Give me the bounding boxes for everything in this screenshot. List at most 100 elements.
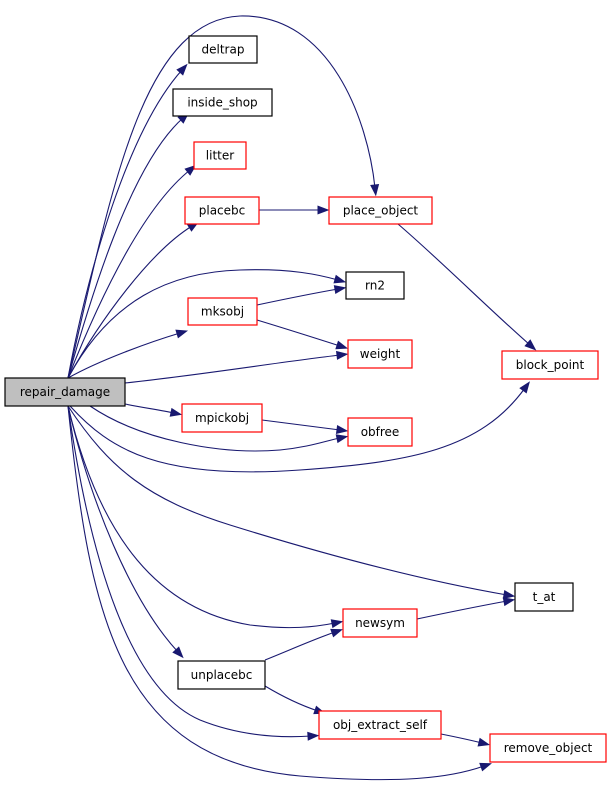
node-obj_extract_self[interactable]: obj_extract_self (318, 710, 442, 740)
node-box (172, 88, 273, 117)
edge-line (67, 69, 183, 379)
edge-mksobj-to-weight (256, 319, 349, 350)
node-box (318, 710, 442, 740)
edge-unplacebc-to-obj_extract_self (264, 685, 326, 715)
edge-repair_damage-to-mpickobj (124, 403, 183, 417)
arrowhead-icon (477, 737, 491, 747)
edge-line (67, 405, 312, 738)
node-obfree[interactable]: obfree (347, 417, 413, 447)
edge-repair_damage-to-weight (124, 350, 349, 384)
node-label: placebc (199, 204, 246, 218)
node-label: remove_object (504, 741, 593, 755)
node-inside_shop[interactable]: inside_shop (172, 88, 273, 117)
node-remove_object[interactable]: remove_object (489, 733, 607, 763)
node-label: unplacebc (191, 668, 253, 682)
node-label: block_point (516, 358, 585, 372)
edge-repair_damage-to-inside_shop (67, 112, 190, 379)
edge-mksobj-to-rn2 (256, 285, 347, 306)
node-block_point[interactable]: block_point (501, 350, 599, 380)
edge-line (67, 405, 336, 629)
node-label: mksobj (201, 305, 244, 319)
edge-line (69, 387, 526, 473)
edge-line (264, 685, 319, 712)
edge-line (67, 117, 184, 379)
node-label: repair_damage (20, 385, 110, 399)
node-litter[interactable]: litter (193, 141, 247, 170)
node-label: obj_extract_self (333, 718, 428, 732)
node-label: obfree (361, 425, 400, 439)
edge-repair_damage-to-litter (67, 164, 197, 379)
edge-repair_damage-to-placebc (67, 221, 200, 379)
arrowhead-icon (519, 381, 530, 394)
node-box (188, 35, 258, 64)
arrowhead-icon (479, 762, 492, 772)
edge-repair_damage-to-deltrap (67, 63, 188, 379)
node-box (4, 377, 126, 407)
node-box (184, 196, 260, 225)
node-box (489, 733, 607, 763)
node-weight[interactable]: weight (347, 339, 413, 369)
node-placebc[interactable]: placebc (184, 196, 260, 225)
edge-repair_damage-to-newsym (67, 405, 344, 629)
arrowhead-icon (502, 597, 516, 607)
node-rn2[interactable]: rn2 (345, 271, 405, 300)
arrowhead-icon (335, 350, 349, 360)
node-box (181, 403, 263, 433)
node-newsym[interactable]: newsym (342, 608, 418, 638)
edge-repair_damage-to-t_at (67, 405, 516, 599)
node-repair_damage[interactable]: repair_damage (4, 377, 126, 407)
edge-repair_damage-to-mksobj (67, 329, 189, 379)
edge-line (261, 419, 341, 431)
edge-line (256, 288, 339, 306)
edge-unplacebc-to-newsym (264, 628, 343, 661)
edge-line (67, 169, 191, 379)
edge-repair_damage-to-rn2 (67, 269, 347, 379)
edge-repair_damage-to-obj_extract_self (67, 405, 320, 741)
arrowhead-icon (176, 63, 188, 76)
node-mpickobj[interactable]: mpickobj (181, 403, 263, 433)
graph-edges (67, 15, 537, 781)
node-box (328, 196, 433, 225)
edge-obj_extract_self-to-remove_object (440, 733, 491, 747)
node-label: litter (206, 149, 234, 163)
node-label: rn2 (365, 279, 385, 293)
edge-line (67, 405, 508, 596)
node-label: t_at (533, 590, 556, 604)
edge-line (67, 225, 193, 379)
arrowhead-icon (524, 339, 537, 351)
node-t_at[interactable]: t_at (514, 582, 574, 612)
edge-line (67, 405, 179, 653)
edge-repair_damage-to-unplacebc (67, 405, 184, 659)
node-box (187, 297, 258, 326)
edge-line (67, 15, 376, 379)
node-box (347, 417, 413, 447)
edge-line (440, 733, 483, 744)
node-label: deltrap (202, 43, 245, 57)
arrowhead-icon (330, 619, 344, 629)
node-label: mpickobj (195, 411, 249, 425)
arrowhead-icon (335, 340, 349, 350)
node-box (345, 271, 405, 300)
edge-repair_damage-to-place_object (67, 15, 380, 379)
node-unplacebc[interactable]: unplacebc (177, 660, 266, 690)
edge-line (264, 631, 336, 661)
edge-line (67, 269, 339, 379)
arrowhead-icon (169, 407, 183, 417)
arrowhead-icon (184, 164, 197, 176)
node-box (347, 339, 413, 369)
node-place_object[interactable]: place_object (328, 196, 433, 225)
edge-newsym-to-t_at (416, 597, 516, 620)
node-label: weight (360, 347, 401, 361)
arrowhead-icon (335, 434, 349, 444)
node-deltrap[interactable]: deltrap (188, 35, 258, 64)
edge-line (124, 354, 341, 384)
arrowhead-icon (307, 731, 320, 741)
node-box (193, 141, 247, 170)
edge-line (124, 403, 175, 414)
edge-line (67, 405, 485, 781)
node-box (501, 350, 599, 380)
node-mksobj[interactable]: mksobj (187, 297, 258, 326)
arrowhead-icon (333, 285, 347, 295)
